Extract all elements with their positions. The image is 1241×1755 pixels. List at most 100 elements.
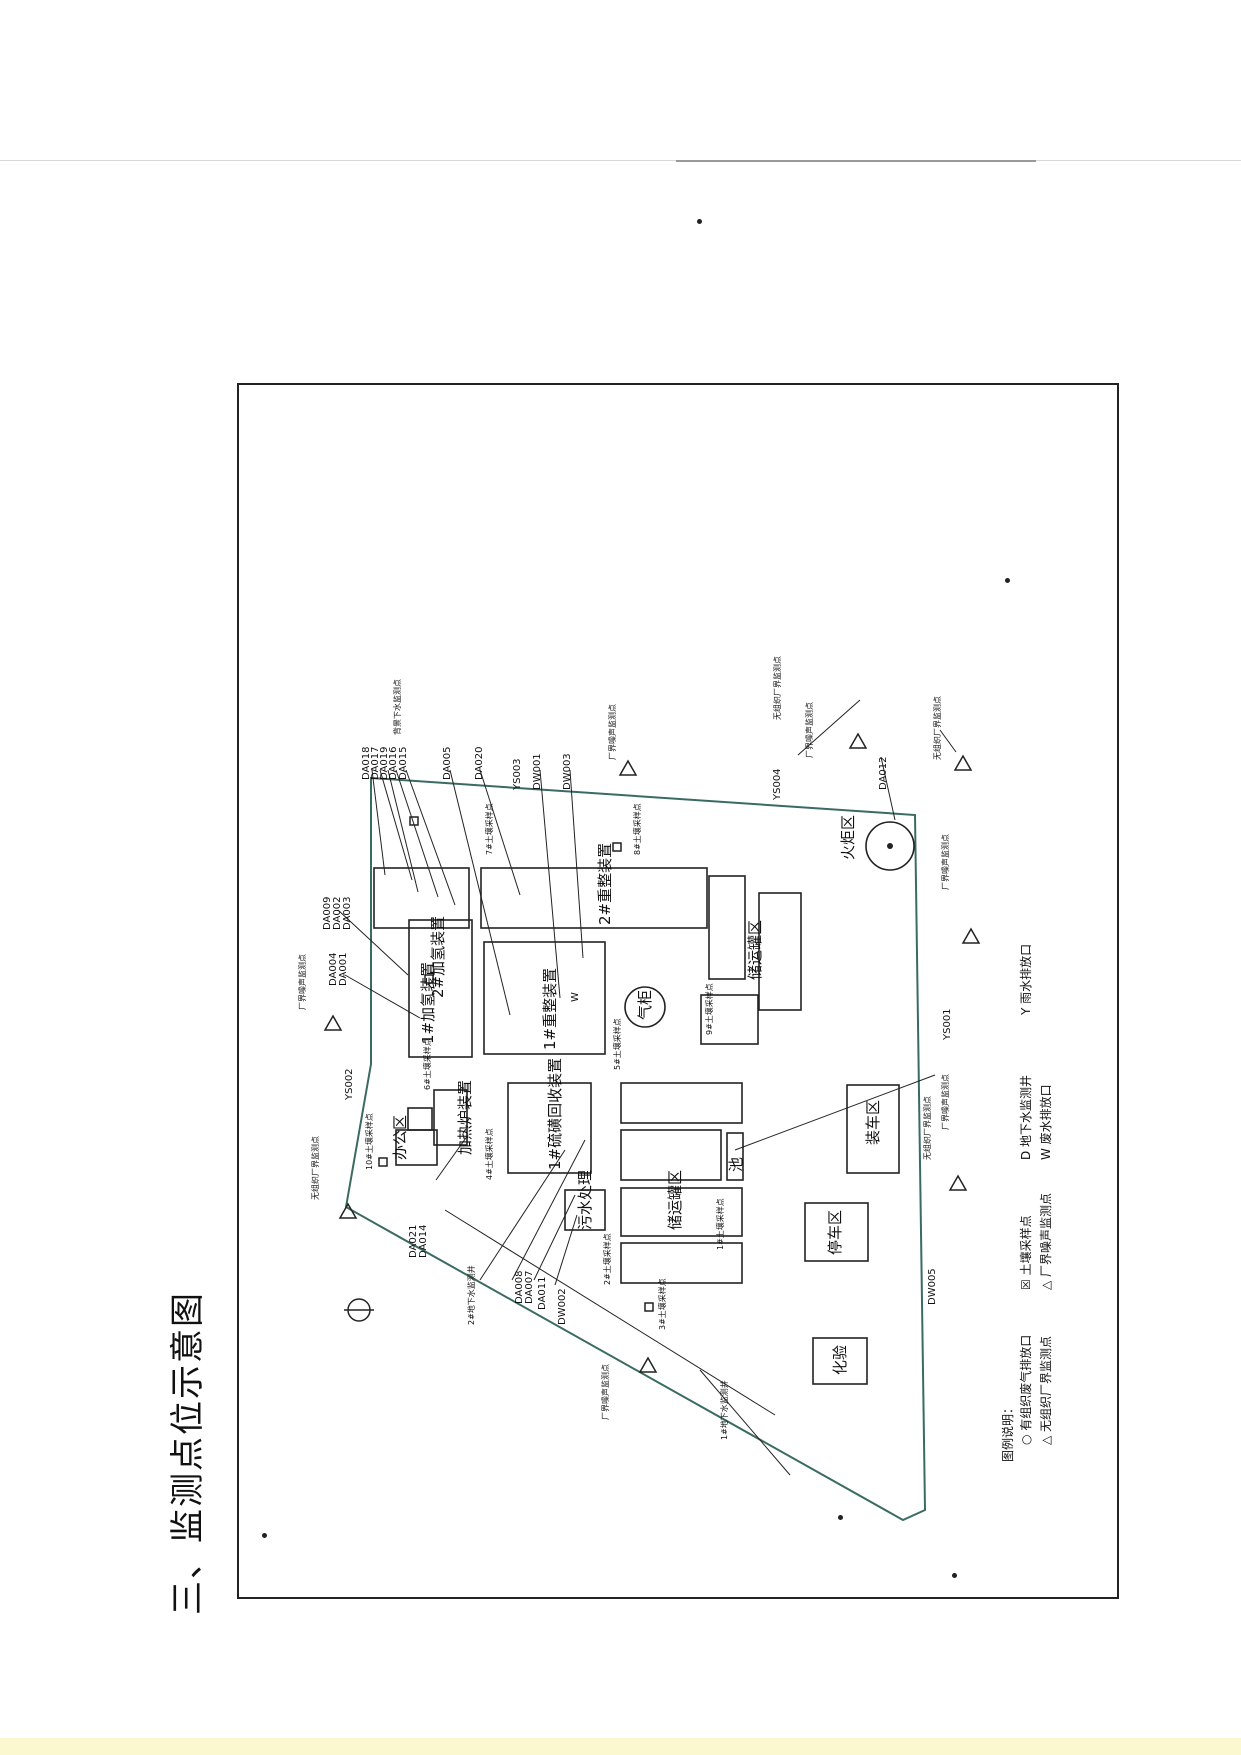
- code-label: DA012: [878, 757, 889, 790]
- unit-box-south: [620, 1242, 743, 1284]
- zone-parking: 停车区: [826, 1210, 844, 1255]
- torch-circle: [865, 821, 915, 871]
- noise-marker: [618, 759, 638, 776]
- unit-box-storage1: [620, 1129, 722, 1181]
- soil-marker: [409, 816, 419, 826]
- scan-edge: [0, 1738, 1241, 1755]
- code-label: DA011: [537, 1277, 548, 1310]
- unit-box-sewage: [564, 1189, 606, 1231]
- code-label: DA016: [388, 747, 399, 780]
- code-label: DA014: [418, 1225, 429, 1258]
- point-label: 无组织厂界监测点: [772, 656, 782, 720]
- soil-marker: [612, 842, 622, 852]
- plant-boundary: [344, 776, 927, 1522]
- zone-torch: 火炬区: [839, 815, 857, 860]
- code-label: DA015: [398, 747, 409, 780]
- zone-sewage: 污水处理: [576, 1170, 594, 1230]
- code-label: DA018: [361, 747, 372, 780]
- code-label: DA004: [328, 953, 339, 986]
- code-label: DA020: [474, 747, 485, 780]
- code-label: DA009: [322, 897, 333, 930]
- code-label: DW002: [557, 1288, 568, 1325]
- point-label: 9#土壤采样点: [704, 983, 714, 1035]
- point-label: 无组织厂界监测点: [922, 1096, 932, 1160]
- code-label: YS004: [772, 768, 783, 801]
- code-label: DA007: [524, 1271, 535, 1304]
- zone-office: 办公区: [391, 1115, 409, 1160]
- code-label: DA003: [342, 897, 353, 930]
- zone-hydro1: 1#加氢装置: [419, 962, 437, 1044]
- unit-box-loading: [846, 1084, 900, 1174]
- scan-speck: [952, 1573, 957, 1578]
- unit-box-reform1: [483, 941, 606, 1055]
- diagram-frame: [237, 383, 1119, 1599]
- unit-box-parking: [804, 1202, 869, 1262]
- code-label: YS003: [512, 758, 523, 791]
- top-divider-dark: [676, 160, 1036, 162]
- unit-box-east2: [758, 892, 802, 1011]
- code-label: W: [570, 992, 581, 1002]
- legend-row1-right: D 地下水监测井: [1019, 1075, 1033, 1160]
- zone-lab: 化验: [831, 1345, 849, 1375]
- point-label: 1#地下水监测井: [719, 1380, 729, 1440]
- zone-pool: 池: [727, 1157, 745, 1172]
- zone-storage2: 储运罐区: [746, 920, 764, 980]
- code-label: DA019: [379, 747, 390, 780]
- code-label: DW001: [532, 753, 543, 790]
- soil-marker: [424, 974, 434, 984]
- noise-marker: [961, 927, 981, 944]
- noise-marker: [953, 754, 973, 771]
- point-label: 2#土壤采样点: [602, 1233, 612, 1285]
- legend-row1-far: Y 雨水排放口: [1018, 944, 1033, 1016]
- point-label: 厂界噪声监测点: [940, 834, 950, 890]
- point-label: 厂界噪声监测点: [804, 702, 814, 758]
- unit-box-east1: [708, 875, 746, 980]
- unit-box-pool: [726, 1132, 744, 1181]
- code-label: DA021: [408, 1225, 419, 1258]
- legend-row1-mid: ☒ 土壤采样点: [1018, 1215, 1033, 1290]
- code-label: DA005: [442, 747, 453, 780]
- zone-heating: 加热炉装置: [456, 1080, 474, 1155]
- code-label: DA008: [514, 1271, 525, 1304]
- point-label: 厂界噪声监测点: [297, 954, 307, 1010]
- point-label: 5#土壤采样点: [612, 1018, 622, 1070]
- code-label: DA002: [332, 897, 343, 930]
- code-label: YS001: [942, 1008, 953, 1041]
- point-label: 4#土壤采样点: [484, 1128, 494, 1180]
- point-label: 10#土壤采样点: [364, 1113, 374, 1170]
- point-label: 厂界噪声监测点: [600, 1364, 610, 1420]
- zone-sulfur: 1#硫磺回收装置: [546, 1058, 564, 1170]
- point-label: 6#土壤采样点: [422, 1038, 432, 1090]
- legend-row2-mid: △ 厂界噪声监测点: [1039, 1193, 1053, 1290]
- soil-marker: [644, 1302, 654, 1312]
- noise-marker: [338, 1202, 358, 1219]
- gas-holder-circle: [624, 986, 666, 1028]
- unit-box-ne: [373, 867, 470, 929]
- scan-speck: [697, 219, 702, 224]
- unit-box-storage2: [620, 1187, 743, 1237]
- top-divider: [0, 160, 1241, 161]
- legend-row2-left: △ 无组织厂界监测点: [1039, 1336, 1053, 1445]
- unit-box-heat: [433, 1089, 468, 1146]
- code-label: DW005: [927, 1268, 938, 1305]
- noise-marker: [323, 1014, 343, 1031]
- point-label: 厂界噪声监测点: [940, 1074, 950, 1130]
- point-label: 7#土壤采样点: [484, 803, 494, 855]
- noise-marker: [848, 732, 868, 749]
- unit-box-sulfur: [620, 1082, 743, 1124]
- legend-row2-right: W 废水排放口: [1038, 1084, 1053, 1160]
- unit-box-small: [407, 1107, 433, 1131]
- scan-speck: [1005, 578, 1010, 583]
- zone-reform1: 1#重整装置: [541, 968, 559, 1050]
- scan-speck: [838, 1515, 843, 1520]
- unit-box-east3: [700, 994, 759, 1045]
- point-label: 无组织厂界监测点: [310, 1136, 320, 1200]
- point-label: 2#地下水监测井: [466, 1265, 476, 1325]
- unit-box-jet: [408, 919, 473, 1058]
- zone-storage1: 储运罐区: [666, 1170, 684, 1230]
- code-label: YS002: [344, 1068, 355, 1101]
- point-label: 背景下水监测点: [392, 679, 402, 735]
- noise-marker: [948, 1174, 968, 1191]
- point-label: 8#土壤采样点: [632, 803, 642, 855]
